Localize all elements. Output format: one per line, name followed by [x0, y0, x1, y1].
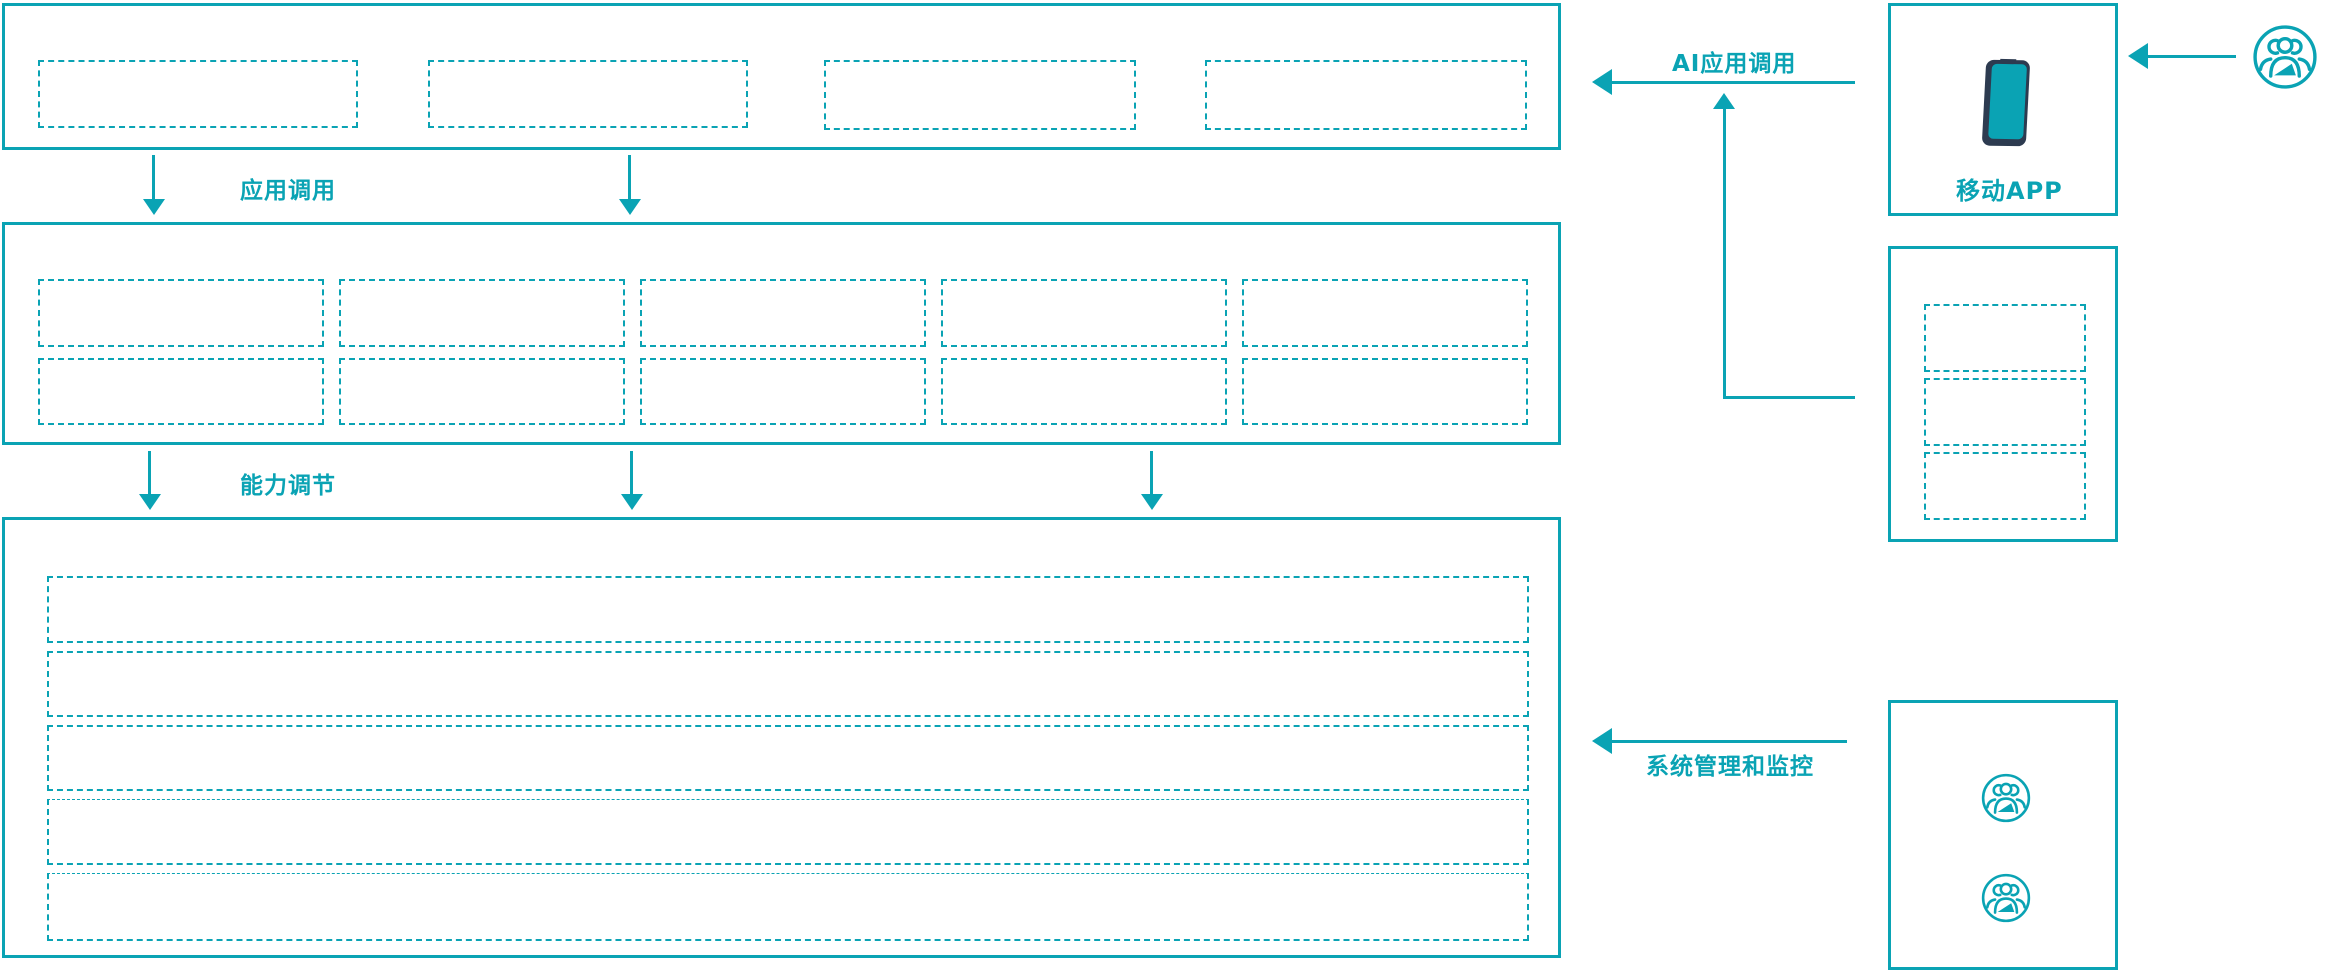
middle-layer-slot-r2c3: [640, 358, 926, 425]
admins-box: [1888, 700, 2118, 970]
arrow-capability-head-1: [139, 494, 161, 510]
smartphone-notch: [2000, 58, 2017, 65]
top-layer-slot-4: [1205, 60, 1527, 130]
middle-layer-slot-r1c5: [1242, 279, 1528, 347]
connector-riser-line: [1723, 108, 1726, 398]
middle-layer-container: [2, 222, 1561, 445]
top-layer-slot-2: [428, 60, 748, 128]
label-capability-tune: 能力调节: [240, 473, 336, 499]
top-layer-slot-3: [824, 60, 1136, 130]
bottom-layer-row-4: [47, 799, 1529, 865]
arrow-app-call-line-2: [628, 155, 631, 201]
middle-layer-slot-r2c1: [38, 358, 324, 425]
middle-layer-slot-r1c1: [38, 279, 324, 347]
users-group-icon: [1980, 872, 2032, 924]
arrow-ai-call-line: [1610, 81, 1855, 84]
arrow-user-to-app-line: [2146, 55, 2236, 58]
arrow-capability-line-2: [630, 451, 633, 496]
arrow-capability-line-1: [148, 451, 151, 496]
bottom-layer-row-1: [47, 576, 1529, 643]
middle-layer-slot-r1c2: [339, 279, 625, 347]
label-mobile-app: 移动APP: [1956, 177, 2063, 205]
bottom-layer-container: [2, 517, 1561, 958]
label-system-monitor: 系统管理和监控: [1646, 754, 1814, 780]
middle-layer-slot-r2c2: [339, 358, 625, 425]
smartphone-screen: [1988, 63, 2028, 140]
arrow-app-call-line-1: [152, 155, 155, 201]
bottom-layer-row-2: [47, 651, 1529, 717]
users-group-icon: [2251, 23, 2319, 91]
arrow-capability-head-2: [621, 494, 643, 510]
middle-layer-slot-r1c4: [941, 279, 1227, 347]
channel-slot-3: [1924, 452, 2086, 520]
top-layer-slot-1: [38, 60, 358, 128]
smartphone-icon: [1981, 58, 2031, 147]
users-group-icon: [1980, 772, 2032, 824]
bottom-layer-row-5: [47, 873, 1529, 941]
channel-slot-1: [1924, 304, 2086, 372]
arrow-app-call-head-2: [619, 199, 641, 215]
arrow-monitor-head: [1592, 728, 1612, 754]
channel-box: [1888, 246, 2118, 542]
arrow-monitor-line: [1610, 740, 1847, 743]
connector-riser-head: [1713, 93, 1735, 109]
top-layer-container: [2, 3, 1561, 150]
middle-layer-slot-r2c4: [941, 358, 1227, 425]
arrow-app-call-head-1: [143, 199, 165, 215]
smartphone-home-bar: [1996, 141, 2012, 145]
bottom-layer-row-3: [47, 725, 1529, 791]
connector-riser-base-line: [1723, 396, 1855, 399]
arrow-ai-call-head: [1592, 69, 1612, 95]
arrow-user-to-app-head: [2128, 43, 2148, 69]
middle-layer-slot-r1c3: [640, 279, 926, 347]
channel-slot-2: [1924, 378, 2086, 446]
middle-layer-slot-r2c5: [1242, 358, 1528, 425]
label-app-call: 应用调用: [240, 178, 336, 204]
arrow-capability-head-3: [1141, 494, 1163, 510]
arrow-capability-line-3: [1150, 451, 1153, 496]
label-ai-app-call: AI应用调用: [1672, 51, 1797, 77]
